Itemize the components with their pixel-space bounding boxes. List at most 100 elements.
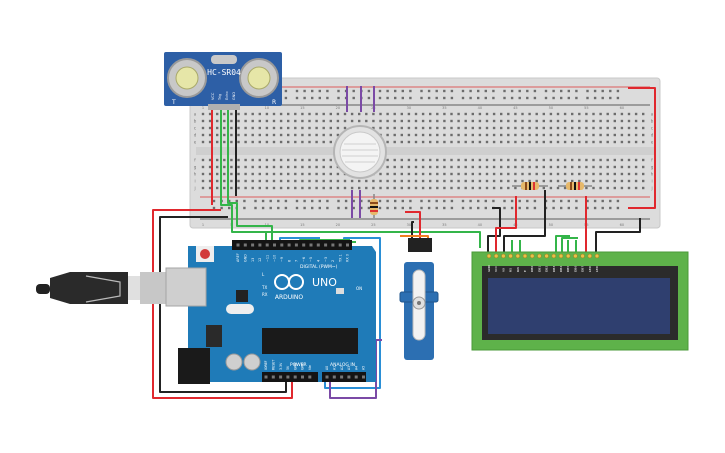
lcd-pin-label: DB3 xyxy=(552,266,556,272)
lcd-pin[interactable] xyxy=(508,253,513,259)
analog-pin-socket[interactable] xyxy=(340,375,344,379)
analog-pin-socket[interactable] xyxy=(332,375,336,379)
lcd-pin[interactable] xyxy=(587,253,593,259)
digital-pin-socket[interactable] xyxy=(316,243,320,247)
lcd-pin-label: DB1 xyxy=(537,266,541,272)
ultrasonic-pin-echo: Echo xyxy=(225,92,229,101)
lcd-pin[interactable] xyxy=(565,253,571,259)
capacitor-2 xyxy=(243,353,261,371)
lcd-pin[interactable] xyxy=(573,253,578,259)
breadboard-col-label: 40 xyxy=(478,223,482,227)
lcd-pin[interactable] xyxy=(537,253,542,259)
power-pin-socket[interactable] xyxy=(308,375,312,379)
lcd-pin-label: RW xyxy=(516,267,520,272)
digital-pin-label: 4 xyxy=(317,260,321,262)
breadboard-row-label: e xyxy=(194,140,197,145)
analog-section-label: ANALOG IN xyxy=(330,362,355,368)
lcd-pin[interactable] xyxy=(493,253,499,259)
power-pin-socket[interactable] xyxy=(264,375,268,379)
power-jack xyxy=(178,348,210,384)
digital-pin-socket[interactable] xyxy=(236,243,240,247)
power-pin-label: Vin xyxy=(308,365,312,370)
gas-sensor xyxy=(333,125,387,179)
resistor-3 xyxy=(370,194,378,218)
lcd-pin[interactable] xyxy=(544,253,549,259)
digital-pin-socket[interactable] xyxy=(258,243,262,247)
analog-pin-socket[interactable] xyxy=(325,375,329,379)
digital-pin-label: 2 xyxy=(331,260,335,262)
breadboard-col-label: 40 xyxy=(478,106,482,110)
usb-cable xyxy=(36,272,172,304)
lcd-pin[interactable] xyxy=(501,253,506,259)
breadboard-col-label: 25 xyxy=(371,223,375,227)
digital-pin-label: 13 xyxy=(251,258,255,262)
breadboard-row-label: h xyxy=(651,172,654,177)
reset-button[interactable] xyxy=(200,249,210,259)
digital-pin-socket[interactable] xyxy=(309,243,313,247)
digital-pin-socket[interactable] xyxy=(324,243,328,247)
power-pin-socket[interactable] xyxy=(279,375,283,379)
power-pin-label: 3.3V xyxy=(279,362,283,370)
digital-pin-socket[interactable] xyxy=(287,243,291,247)
breadboard-col-label: 60 xyxy=(620,223,624,227)
lcd-pin[interactable] xyxy=(529,253,535,259)
power-pin-socket[interactable] xyxy=(271,375,275,379)
breadboard-row-label: f xyxy=(194,158,196,163)
lcd-pin[interactable] xyxy=(522,253,528,259)
power-pin-socket[interactable] xyxy=(293,375,297,379)
digital-pin-label: AREF xyxy=(236,253,240,262)
lcd-pin-label: DB2 xyxy=(545,266,549,272)
wire-lcd-vcc xyxy=(495,196,517,255)
breadboard-row-label: j xyxy=(193,186,195,191)
digital-pin-socket[interactable] xyxy=(331,243,335,247)
lcd-pin-label: LED xyxy=(588,265,592,272)
power-pin-label: IOREF xyxy=(264,360,268,370)
digital-pin-socket[interactable] xyxy=(346,243,349,247)
lcd-pin[interactable] xyxy=(515,253,521,259)
digital-pin-label: ~3 xyxy=(324,257,328,262)
digital-section-label: DIGITAL (PWM~) xyxy=(300,264,338,270)
digital-pin-socket[interactable] xyxy=(294,243,298,247)
digital-pin-socket[interactable] xyxy=(273,243,276,247)
analog-pin-label: A2 xyxy=(340,366,344,370)
power-pin-socket[interactable] xyxy=(286,375,290,379)
analog-pin-label: A5 xyxy=(362,366,366,370)
wire-lcd-g4 xyxy=(561,237,578,255)
breadboard-row-label: j xyxy=(650,186,652,191)
analog-pin-label: A0 xyxy=(325,366,329,370)
digital-pin-label: ~11 xyxy=(265,255,269,262)
breadboard-col-label: 10 xyxy=(265,106,269,110)
digital-pin-socket[interactable] xyxy=(302,243,306,247)
lcd-pin-label: DB6 xyxy=(573,266,577,272)
breadboard-col-label: 60 xyxy=(620,106,624,110)
ultrasonic-t-label: T xyxy=(171,99,176,106)
breadboard-col-label: 15 xyxy=(300,223,304,227)
digital-pin-label: ~5 xyxy=(309,257,313,262)
digital-pin-label: ~9 xyxy=(280,257,284,262)
lcd-pin-label: DB0 xyxy=(530,266,534,272)
lcd-pin[interactable] xyxy=(558,253,564,259)
lcd-pin[interactable] xyxy=(594,253,600,259)
power-pin-socket[interactable] xyxy=(301,375,304,379)
wire-gnd-rail xyxy=(159,216,287,393)
breadboard-row-label: a xyxy=(194,112,197,117)
digital-pin-socket[interactable] xyxy=(251,243,255,247)
lcd-pin[interactable] xyxy=(551,253,557,259)
lcd-pin[interactable] xyxy=(486,253,492,259)
wire-rail-right xyxy=(628,87,656,209)
breadboard-col-label: 50 xyxy=(549,106,553,110)
breadboard-col-label: 30 xyxy=(407,223,411,227)
lcd-pin[interactable] xyxy=(580,253,585,259)
analog-pin-socket[interactable] xyxy=(354,375,358,379)
digital-pin-socket[interactable] xyxy=(243,243,247,247)
analog-pin-label: A1 xyxy=(333,366,337,370)
digital-pin-label: ~10 xyxy=(273,255,277,262)
digital-pin-socket[interactable] xyxy=(338,243,342,247)
digital-pin-socket[interactable] xyxy=(280,243,284,247)
analog-pin-socket[interactable] xyxy=(347,375,351,379)
capacitor-1 xyxy=(225,353,243,371)
digital-pin-socket[interactable] xyxy=(265,243,269,247)
analog-pin-socket[interactable] xyxy=(362,375,365,379)
